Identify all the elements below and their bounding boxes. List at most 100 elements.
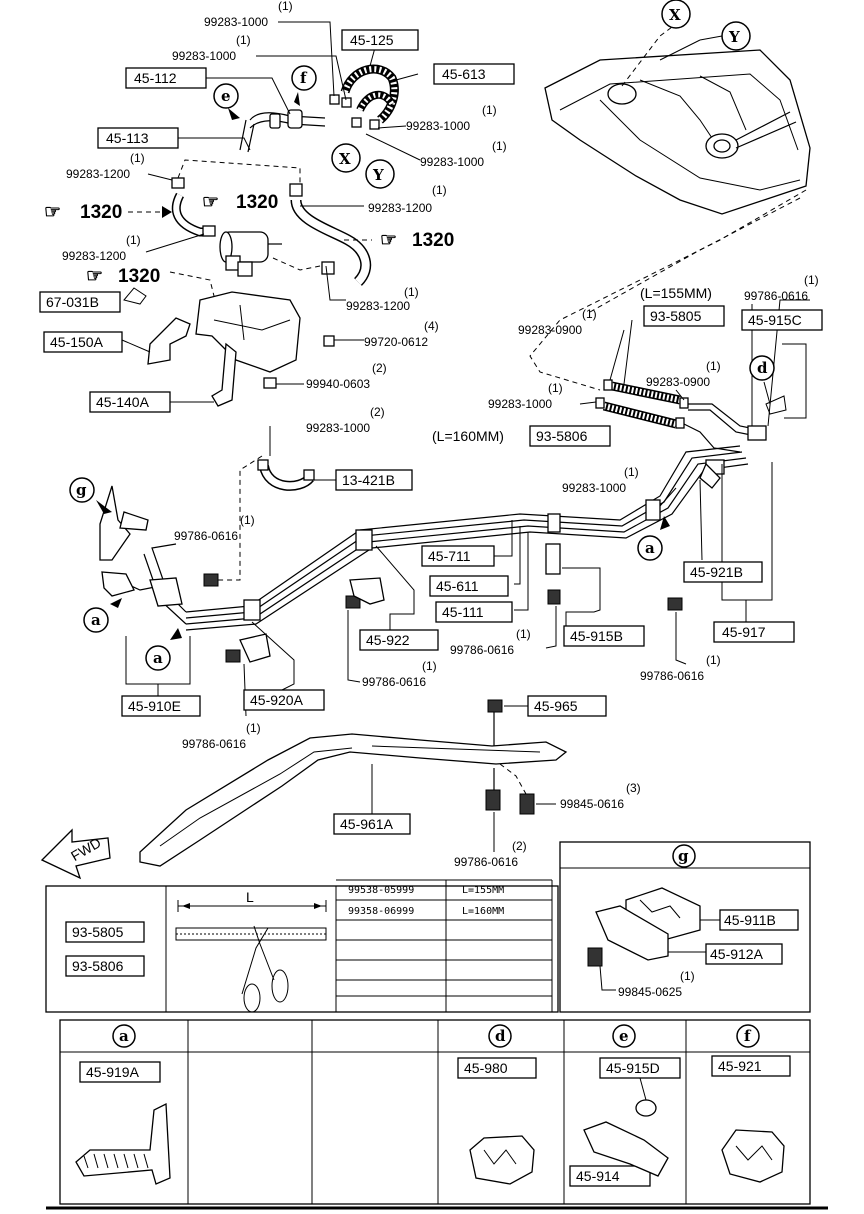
svg-text:Y: Y: [728, 28, 740, 46]
part-number: 45-914: [576, 1168, 620, 1184]
box-45-922: [359, 629, 439, 651]
bracket-45-920A: [239, 633, 271, 663]
svg-text:X: X: [339, 150, 351, 168]
clip-45-980: [469, 1135, 535, 1185]
qty-label: (1): [624, 465, 639, 479]
bolt-crossmember-2: [519, 793, 535, 815]
part-number: 93-5805: [650, 308, 702, 324]
part-number: 99786-0616: [454, 855, 518, 869]
part-number: 99283-1000: [204, 15, 268, 29]
part-number: 99283-0900: [646, 375, 710, 389]
ref-arrow-icon: ☞: [202, 192, 219, 213]
box-45-912A: [705, 943, 783, 965]
hose-length: (L=160MM): [432, 428, 504, 444]
filter-bracket: [147, 291, 335, 407]
qty-label: (1): [706, 359, 721, 373]
part-number: 99283-1200: [346, 299, 410, 313]
box-45-111: [435, 601, 513, 623]
part-number: 99940-0603: [306, 377, 370, 391]
part-number: 99845-0616: [560, 797, 624, 811]
qty-label: (1): [404, 285, 419, 299]
fuel-tank: [544, 49, 811, 215]
clip-45-915D: [635, 1099, 657, 1117]
leader-lines: [121, 21, 810, 852]
box-45-920A: [243, 689, 325, 711]
part-number: 99786-0616: [640, 669, 704, 683]
box-93-5805: [643, 305, 725, 327]
qty-label: (1): [422, 659, 437, 673]
qty-label: (1): [548, 381, 563, 395]
pipe-clip-3: [645, 499, 661, 521]
callout-g: g: [69, 477, 95, 503]
part-number: 45-613: [442, 66, 486, 82]
box-45-125: [341, 29, 419, 51]
part-number: 45-980: [464, 1060, 508, 1076]
part-number: 99283-1000: [562, 481, 626, 495]
part-number: 45-965: [534, 698, 578, 714]
table-cell-code: 99538-05999: [348, 885, 414, 896]
qty-label: (1): [680, 969, 695, 983]
bolt-crossmember-1: [485, 789, 501, 811]
ref-arrow-icon: ☞: [380, 230, 397, 251]
part-number: 99283-0900: [518, 323, 582, 337]
box-45-112: [125, 67, 207, 89]
box-45-915B: [563, 625, 645, 647]
table-cell-code: 99358-06999: [348, 906, 414, 917]
hose-93-5806: [595, 397, 685, 429]
part-number: 99283-1000: [406, 119, 470, 133]
length-dim-label: L: [246, 889, 254, 905]
callout-a-mid: a: [145, 645, 171, 671]
part-number: 45-920A: [250, 692, 304, 708]
part-number: 99786-0616: [450, 643, 514, 657]
part-number: 45-111: [442, 604, 484, 620]
box-45-611: [429, 575, 509, 597]
qty-label: (1): [240, 513, 255, 527]
qty-label: (1): [278, 0, 293, 13]
svg-text:d: d: [757, 359, 768, 377]
detail-a-header: a: [119, 1027, 129, 1045]
part-number: 45-917: [722, 624, 766, 640]
qty-label: (1): [482, 103, 497, 117]
part-number: 99283-1000: [172, 49, 236, 63]
part-number: 45-150A: [50, 334, 104, 350]
callout-a-right: a: [637, 535, 663, 561]
box-45-919A: [79, 1061, 161, 1083]
part-number: 45-915D: [606, 1060, 660, 1076]
pipe-clip-1: [355, 529, 373, 551]
detail-f-header: f: [744, 1027, 752, 1045]
crossmember-45-961A: [139, 733, 568, 867]
qty-label: (4): [424, 319, 439, 333]
detail-d-header: d: [495, 1027, 506, 1045]
bolts: [203, 573, 683, 713]
scissors-icon: [241, 925, 275, 995]
part-number: 93-5806: [536, 428, 588, 444]
box-45-915C: [741, 309, 823, 331]
ref-1320: 1320: [80, 202, 122, 223]
bracket-45-922: [349, 577, 385, 605]
part-number: 45-921: [718, 1058, 762, 1074]
hose-93-5805: [603, 379, 689, 409]
qty-label: (2): [512, 839, 527, 853]
ref-1320: 1320: [236, 192, 278, 213]
box-45-140A: [89, 391, 171, 413]
ref-arrow-icon: ☞: [44, 202, 61, 223]
hose-length: (L=155MM): [640, 285, 712, 301]
part-number: 93-5805: [72, 924, 124, 940]
part-number: 45-711: [428, 548, 471, 564]
qty-label: (1): [804, 273, 819, 287]
box-45-921: [711, 1055, 791, 1077]
part-number: 45-915B: [570, 628, 623, 644]
clip-d-left: [747, 425, 767, 441]
part-number: 45-125: [350, 32, 394, 48]
callout-e: e: [213, 83, 239, 109]
part-number: 45-113: [106, 130, 149, 146]
callout-d: d: [749, 355, 775, 381]
part-number: 45-140A: [96, 394, 150, 410]
bracket-g: [99, 485, 183, 607]
callout-x-top: X: [661, 0, 691, 29]
callout-y: Y: [365, 159, 395, 189]
clip-45-921: [721, 1129, 785, 1183]
bolt-99845-0625: [587, 947, 603, 967]
svg-text:a: a: [91, 611, 101, 629]
part-number: 45-919A: [86, 1064, 140, 1080]
